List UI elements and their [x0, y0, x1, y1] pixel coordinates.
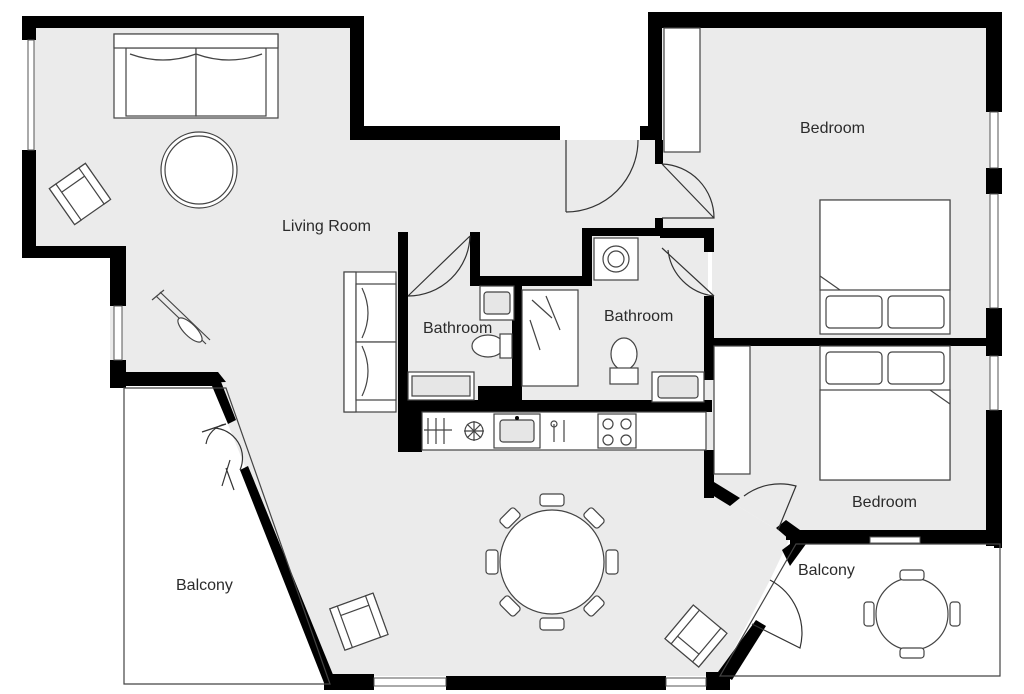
toilet-icon: [609, 337, 639, 385]
kitchen-counter: [421, 411, 707, 451]
windows: [27, 39, 999, 687]
utensils-icon: [550, 420, 565, 442]
sink-icon: [651, 371, 705, 403]
guitar-icon: [151, 289, 211, 345]
armchair-icon: [329, 592, 389, 651]
wine-rack-icon: [424, 418, 452, 444]
toilet-icon: [471, 333, 513, 359]
washing-machine-icon: [593, 237, 639, 281]
room-label-bedroom-bottom: Bedroom: [852, 494, 917, 511]
stove-icon: [597, 413, 637, 449]
round-table-icon: [160, 131, 238, 209]
round-table-icon: [863, 569, 961, 659]
room-label-bathroom-right: Bathroom: [604, 308, 674, 325]
room-label-living-room: Living Room: [282, 218, 371, 235]
wardrobe-icon: [663, 27, 701, 153]
room-label-balcony-left: Balcony: [176, 577, 233, 594]
living-room-furniture: [48, 33, 728, 668]
bed-icon: [819, 199, 951, 335]
room-label-balcony-right: Balcony: [798, 562, 855, 579]
bathroom-left-floor: [405, 238, 514, 402]
side-sofa-icon: [343, 271, 397, 413]
sink-icon: [479, 285, 515, 321]
doors: [201, 139, 803, 649]
bed-icon: [819, 345, 951, 481]
dining-table-icon: [485, 493, 619, 631]
bathroom-fixtures: [407, 237, 705, 403]
kitchen-sink-icon: [493, 413, 541, 449]
bathtub-icon: [407, 371, 475, 401]
fan-icon: [464, 421, 484, 441]
balcony-outlines: [123, 387, 1001, 685]
bedroom-furniture: [663, 27, 951, 481]
armchair-icon: [664, 604, 728, 668]
balcony-furniture: [863, 569, 961, 659]
wardrobe-icon: [713, 345, 751, 475]
shower-icon: [521, 289, 579, 387]
room-label-bathroom-left: Bathroom: [423, 320, 493, 337]
armchair-icon: [48, 162, 112, 226]
sofa-icon: [113, 33, 279, 119]
room-label-bedroom-top: Bedroom: [800, 120, 865, 137]
